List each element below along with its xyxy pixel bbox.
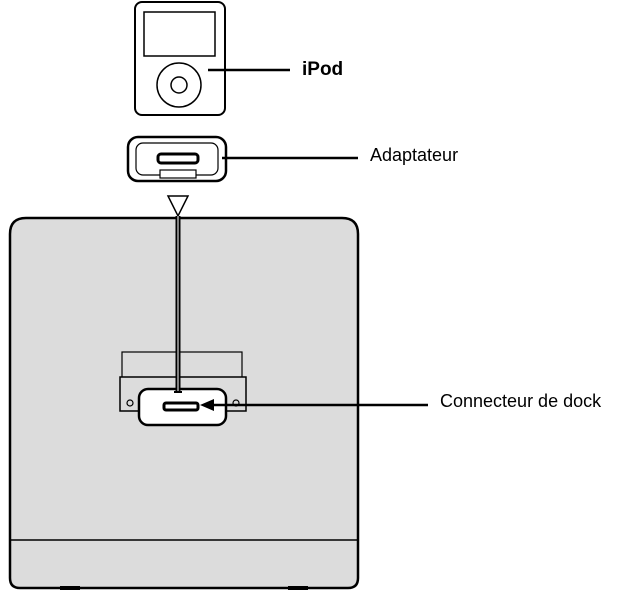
speaker-unit: [8, 216, 360, 590]
dock-connector-label: Connecteur de dock: [440, 391, 602, 411]
adapter-label: Adaptateur: [370, 145, 459, 165]
insertion-arrow: [166, 195, 190, 393]
adapter-connector-slot: [156, 152, 200, 165]
ipod-device: [134, 1, 226, 116]
adapter: [126, 135, 228, 183]
ipod-center-button: [170, 76, 188, 94]
ipod-label: iPod: [302, 59, 344, 80]
ipod-screen: [143, 11, 216, 57]
dock-connector: [162, 401, 200, 412]
screw-left: [126, 399, 134, 407]
dock-connector-arrowhead: [200, 399, 214, 411]
